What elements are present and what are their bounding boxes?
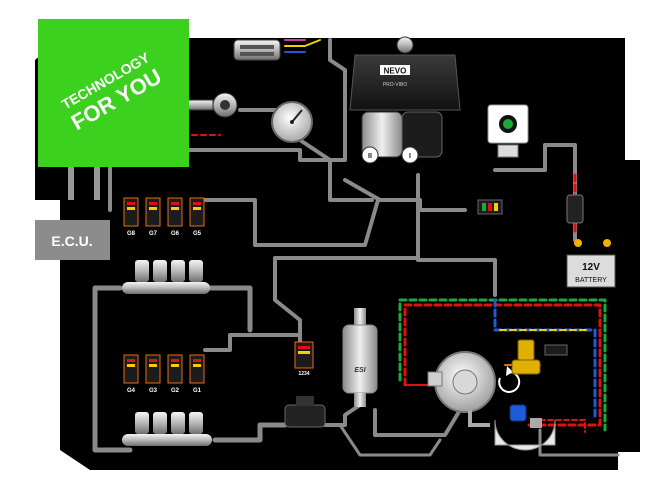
injector-connector — [145, 197, 161, 227]
gas-filter: ESI — [342, 308, 378, 407]
injector-label: G5 — [193, 231, 202, 237]
controller-brand-badge — [380, 65, 410, 75]
reducer-vaporizer — [427, 351, 496, 427]
injector-connectors-top: G8 G7 G6 G5 — [123, 197, 205, 237]
injector-connectors-bottom: G4 G3 G2 G1 — [123, 354, 205, 394]
injector-connector — [145, 354, 161, 384]
gas-injector-rail-bottom — [122, 412, 212, 446]
fuel-switch-icon — [487, 104, 529, 158]
ecu-label: E.C.U. — [51, 233, 92, 249]
battery-label: BATTERY — [575, 277, 607, 284]
controller-model: PRO-VIBO — [383, 82, 408, 88]
wire-green-loop — [398, 298, 607, 432]
injector-label: G7 — [149, 231, 158, 237]
gas-injector-rail-top — [122, 260, 210, 294]
fuse-holder-icon — [566, 194, 584, 224]
injector-label: G4 — [127, 388, 136, 394]
controller-port-left-label: II — [368, 153, 372, 160]
injector-connector — [189, 197, 205, 227]
injector-label: G1 — [193, 388, 202, 394]
wire-loom-reducer — [373, 408, 462, 437]
sensor-plug-label: 1234 — [298, 371, 309, 377]
controller-brand: NEVO — [384, 67, 407, 76]
wire-red-loop — [403, 303, 602, 427]
wire-loom-left-rail-top — [92, 285, 133, 453]
injector-connector — [123, 197, 139, 227]
banner-background — [38, 19, 189, 167]
obd-connector — [233, 39, 281, 61]
injector-label: G8 — [127, 231, 136, 237]
wire-loom-bottom-injectors — [203, 333, 302, 352]
battery: 12V BATTERY — [566, 239, 616, 288]
wire-harness — [92, 38, 620, 457]
filter-label: ESI — [354, 367, 366, 374]
curved-arrow-icon — [498, 366, 521, 393]
injector-connector — [123, 354, 139, 384]
injector-label: G3 — [149, 388, 158, 394]
wire-loom-right-bottom — [538, 428, 620, 457]
battery-voltage: 12V — [582, 262, 600, 273]
map-sensor — [284, 396, 326, 428]
ignition-key-icon — [184, 92, 238, 118]
injector-connector — [189, 354, 205, 384]
injector-connector — [167, 354, 183, 384]
technology-for-you-banner: TECHNOLOGY FOR YOU — [38, 19, 189, 167]
tank-multivalve — [494, 404, 556, 451]
wire-loom-left-rail-upper — [207, 285, 253, 333]
gas-controller-unit: NEVO PRO-VIBO II I — [349, 36, 461, 164]
wire-loom-to-filter — [323, 403, 362, 427]
wire-yellow-top — [284, 39, 321, 47]
wire-loom-bottom-return — [338, 423, 442, 457]
wire-loom-bottom-rail — [212, 422, 288, 443]
injector-connector — [167, 197, 183, 227]
gauge-icon — [271, 101, 313, 143]
solenoid-valve — [511, 339, 568, 375]
wire-loom-vertical-right — [416, 173, 497, 297]
wire-loom-mid-left — [273, 256, 420, 347]
relay-connector — [477, 199, 503, 215]
vehicle-ecu: E.C.U. — [35, 155, 110, 260]
sensor-plug: 1234 — [294, 341, 314, 377]
injector-label: G2 — [171, 388, 180, 394]
controller-port-right-label: I — [409, 153, 411, 160]
injector-label: G6 — [171, 231, 180, 237]
wire-loom-top-injectors — [203, 198, 380, 247]
